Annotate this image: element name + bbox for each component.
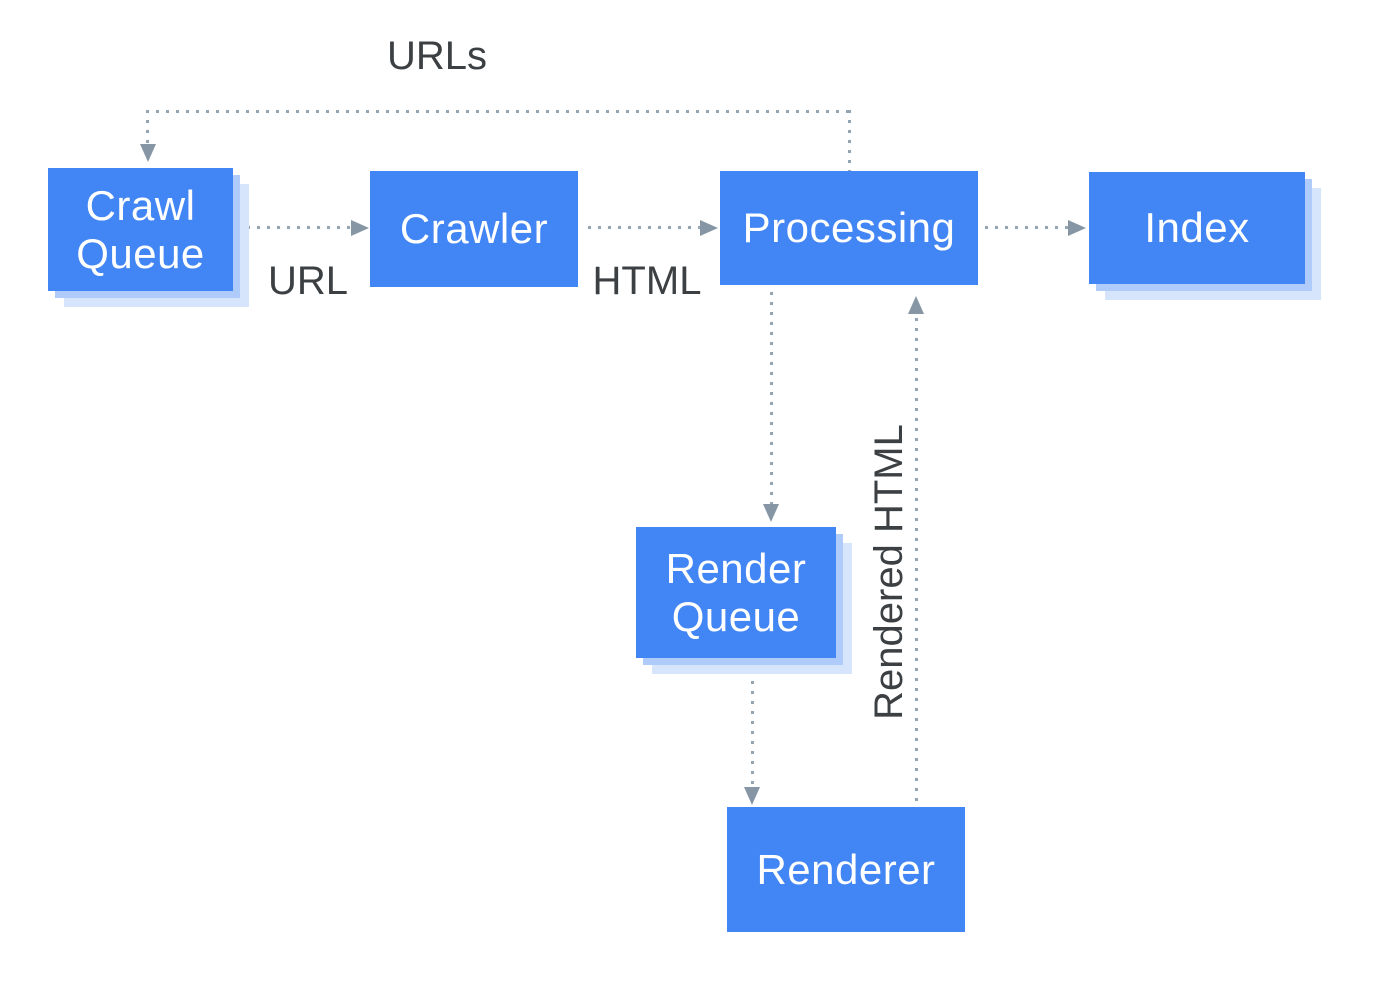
edge-renderer-processing-arrowhead [908,296,924,314]
node-renderer: Renderer [727,807,965,932]
node-crawler: Crawler [370,171,578,287]
edge-crawler-processing-arrowhead [700,220,718,236]
node-processing: Processing [720,171,978,285]
node-render-queue-label-line1: Render [665,544,807,592]
edge-processing-renderqueue-arrowhead [763,504,779,522]
node-crawl-queue-label-line1: Crawl [85,181,196,229]
edge-label-urls: URLs [386,34,488,78]
edge-renderqueue-renderer-line [751,681,754,787]
edge-label-html: HTML [592,259,702,303]
node-processing-label: Processing [742,204,956,252]
node-index-label: Index [1144,204,1250,252]
node-render-queue: Render Queue [636,527,836,658]
edge-renderqueue-renderer-arrowhead [744,787,760,805]
edge-crawler-processing-line [588,226,700,229]
edge-crawlqueue-crawler-arrowhead [351,220,369,236]
edge-processing-index-line [985,226,1068,229]
edge-urls-horizontal-line [146,110,850,113]
node-crawl-queue: Crawl Queue [48,168,233,291]
node-crawl-queue-label-line2: Queue [76,229,205,277]
edge-processing-index-arrowhead [1068,220,1086,236]
edge-urls-arrowhead [140,144,156,162]
edge-label-rendered-html: Rendered HTML [867,424,911,720]
node-renderer-label: Renderer [756,845,936,893]
edge-label-url: URL [267,259,349,303]
node-crawler-label: Crawler [399,205,549,253]
edge-crawlqueue-crawler-line [247,226,351,229]
edge-urls-left-drop-line [146,110,149,144]
node-render-queue-label-line2: Queue [671,592,801,640]
edge-processing-renderqueue-line [770,292,773,504]
edge-urls-right-rise-line [848,110,851,171]
node-index: Index [1089,172,1305,284]
edge-renderer-processing-line [915,318,918,807]
